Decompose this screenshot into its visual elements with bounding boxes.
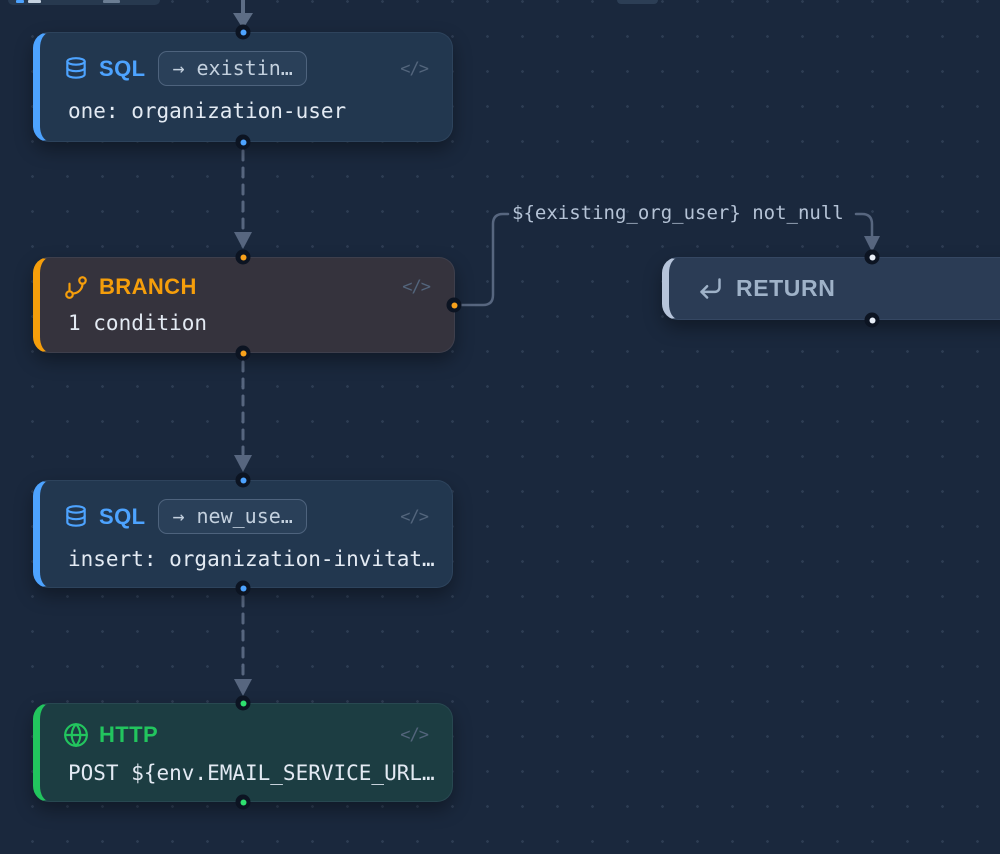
partial-node-badge [103,0,120,3]
partial-node-accent [16,0,24,3]
port-http-in[interactable] [235,695,251,711]
node-header: BRANCH </> [40,258,454,300]
port-branch-in[interactable] [235,249,251,265]
port-sql-insert-out[interactable] [235,580,251,596]
port-sql-insert-in[interactable] [235,472,251,488]
node-type-label: SQL [99,503,146,529]
edge-condition-label[interactable]: ${existing_org_user} not_null [512,202,844,224]
port-sql-one-out[interactable] [235,134,251,150]
port-dot [240,799,246,805]
node-body-text: POST ${env.EMAIL_SERVICE_URL… [68,761,435,785]
database-icon [63,56,89,82]
node-sql-insert[interactable]: SQL → new_use… </> insert: organization-… [33,480,453,588]
port-dot [240,477,246,483]
node-body-text: one: organization-user [68,99,347,123]
code-icon[interactable]: </> [402,277,431,297]
port-dot [451,302,457,308]
git-branch-icon [63,274,89,300]
node-type-label: RETURN [736,275,836,301]
node-sql-one[interactable]: SQL → existin… </> one: organization-use… [33,32,453,142]
node-body-text: insert: organization-invitat… [68,547,435,571]
result-variable-badge: → existin… [158,51,307,86]
partial-node-icon [28,0,41,3]
node-http[interactable]: HTTP </> POST ${env.EMAIL_SERVICE_URL… [33,703,453,802]
code-icon[interactable]: </> [400,58,429,79]
node-branch[interactable]: BRANCH </> 1 condition [33,257,455,353]
port-dot [869,317,875,323]
globe-icon [63,722,89,748]
port-dot [240,350,246,356]
node-body-text: 1 condition [68,311,208,335]
port-dot [240,700,246,706]
node-type-label: SQL [99,55,146,81]
port-dot [240,585,246,591]
port-branch-out[interactable] [235,345,251,361]
return-arrow-icon [697,275,724,302]
edge-branch-to-sql [234,360,252,472]
node-header: SQL → new_use… </> [40,481,452,534]
edge-sql-to-http [234,595,252,696]
code-icon[interactable]: </> [400,725,429,745]
node-return[interactable]: RETURN [662,257,1000,320]
port-dot [240,254,246,260]
port-dot [240,29,246,35]
port-http-out[interactable] [235,794,251,810]
partial-node-top-left[interactable] [8,0,160,5]
port-branch-condition-out[interactable] [446,297,462,313]
port-dot [240,139,246,145]
result-variable-badge: → new_use… [158,499,307,534]
port-return-in[interactable] [864,249,880,265]
node-header: HTTP </> [40,704,452,748]
port-dot [869,254,875,260]
port-sql-one-in[interactable] [235,24,251,40]
code-icon[interactable]: </> [400,506,429,527]
database-icon [63,504,89,530]
node-type-label: HTTP [99,722,159,747]
node-type-label: BRANCH [99,274,197,299]
node-header: SQL → existin… </> [40,33,452,86]
partial-node-top-right[interactable] [617,0,658,4]
edge-sql-to-branch [234,149,252,249]
port-return-out[interactable] [864,312,880,328]
